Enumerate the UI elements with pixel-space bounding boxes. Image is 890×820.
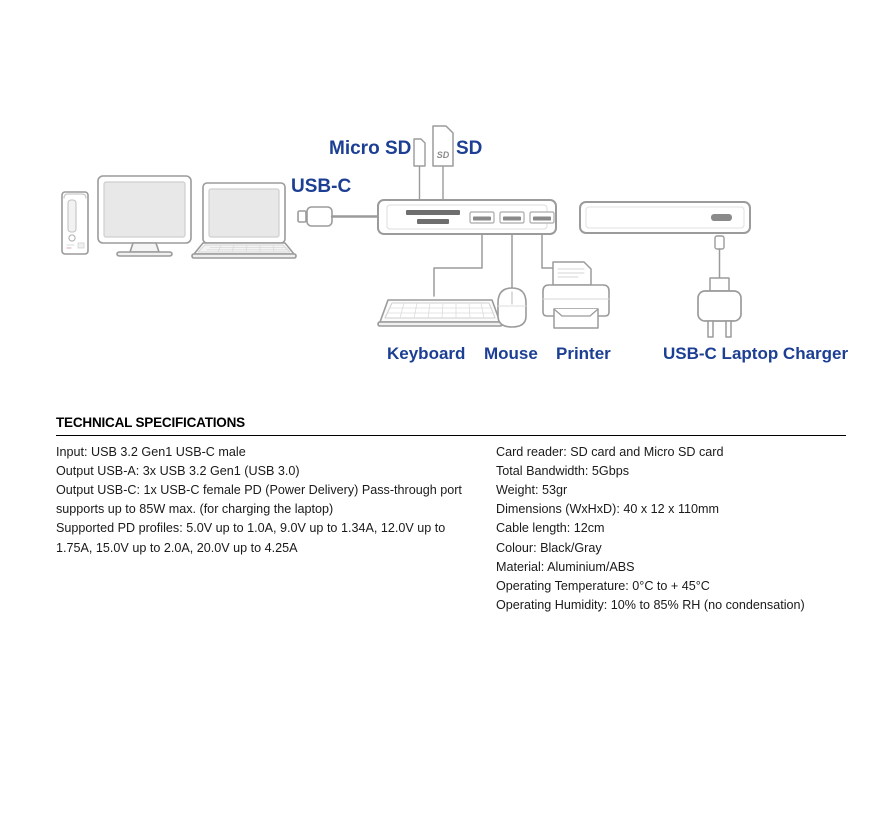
label-usb-c: USB-C xyxy=(291,176,352,197)
spec-right-line: Operating Temperature: 0°C to + 45°C xyxy=(496,578,710,593)
label-keyboard: Keyboard xyxy=(387,344,466,363)
spec-left-line: Supported PD profiles: 5.0V up to 1.0A, … xyxy=(56,521,449,555)
spec-right-line: Colour: Black/Gray xyxy=(496,540,602,555)
label-sd: SD xyxy=(456,138,483,159)
spec-left-line: Output USB-C: 1x USB-C female PD (Power … xyxy=(56,483,466,517)
keyboard-icon xyxy=(377,299,503,327)
laptop-icon xyxy=(191,182,297,259)
spec-left-line: Output USB-A: 3x USB 3.2 Gen1 (USB 3.0) xyxy=(56,463,300,478)
spec-right-line: Total Bandwidth: 5Gbps xyxy=(496,463,630,478)
usb-c-laptop-charger-icon xyxy=(697,235,742,338)
usb-a-ports xyxy=(469,211,555,224)
printer-icon xyxy=(542,261,610,329)
specs-title: TECHNICAL SPECIFICATIONS xyxy=(56,415,245,430)
label-printer: Printer xyxy=(556,344,611,363)
label-mouse: Mouse xyxy=(484,344,538,363)
diagram-illustration: SD xyxy=(61,125,751,338)
spec-right-line: Cable length: 12cm xyxy=(496,521,605,536)
spec-right-line: Dimensions (WxHxD): 40 x 12 x 110mm xyxy=(496,502,720,517)
spec-right-line: Material: Aluminium/ABS xyxy=(496,559,635,574)
hub-back-icon xyxy=(579,201,751,234)
spec-right-line: Weight: 53gr xyxy=(496,483,568,498)
desktop-tower-icon xyxy=(61,191,89,255)
hub-front-icon xyxy=(377,199,557,235)
label-usb-c-laptop-charger: USB-C Laptop Charger xyxy=(663,344,849,363)
spec-left-line: Input: USB 3.2 Gen1 USB-C male xyxy=(56,444,246,459)
specs-divider xyxy=(56,434,846,436)
sd-card-icon: SD xyxy=(432,125,454,201)
monitor-icon xyxy=(97,175,192,257)
label-micro-sd: Micro SD xyxy=(329,138,412,159)
svg-text:SD: SD xyxy=(437,150,450,160)
technical-specifications-section: TECHNICAL SPECIFICATIONS Input: USB 3.2 … xyxy=(56,415,846,615)
product-diagram: SD xyxy=(0,0,890,400)
usb-c-male-connector-icon xyxy=(297,206,380,227)
micro-sd-card-icon xyxy=(413,138,426,201)
spec-right-line: Operating Humidity: 10% to 85% RH (no co… xyxy=(496,597,805,612)
spec-right-line: Card reader: SD card and Micro SD card xyxy=(496,444,724,459)
mouse-icon xyxy=(497,287,527,328)
